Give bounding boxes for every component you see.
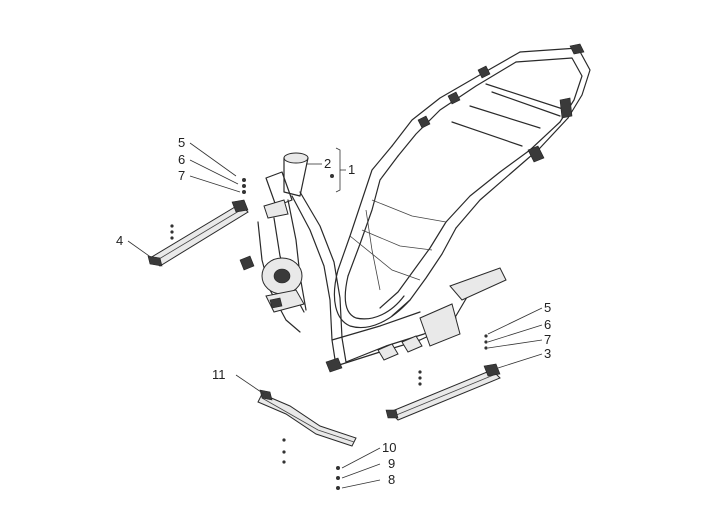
callout-9: 9 [388,456,395,471]
callout-2: 2 [324,156,331,171]
centre-footrest-bar [257,389,357,447]
left-footrest-bar [147,199,249,267]
callout-11: 11 [212,367,226,382]
callout-7-left: 7 [178,168,185,183]
callout-5-right: 5 [544,300,551,315]
callout-6-left: 6 [178,152,185,167]
callout-7-right: 7 [544,332,551,347]
callout-3: 3 [544,346,551,361]
right-footrest-bar [385,363,501,421]
main-frame [287,43,591,373]
hardware-bolts [170,174,488,490]
callout-10: 10 [382,440,396,455]
callout-4: 4 [116,233,123,248]
steering-head [239,152,309,333]
callout-1: 1 [348,162,355,177]
callout-5-left: 5 [178,135,185,150]
callout-8: 8 [388,472,395,487]
leader-lines [127,142,543,489]
callout-6-right: 6 [544,317,551,332]
